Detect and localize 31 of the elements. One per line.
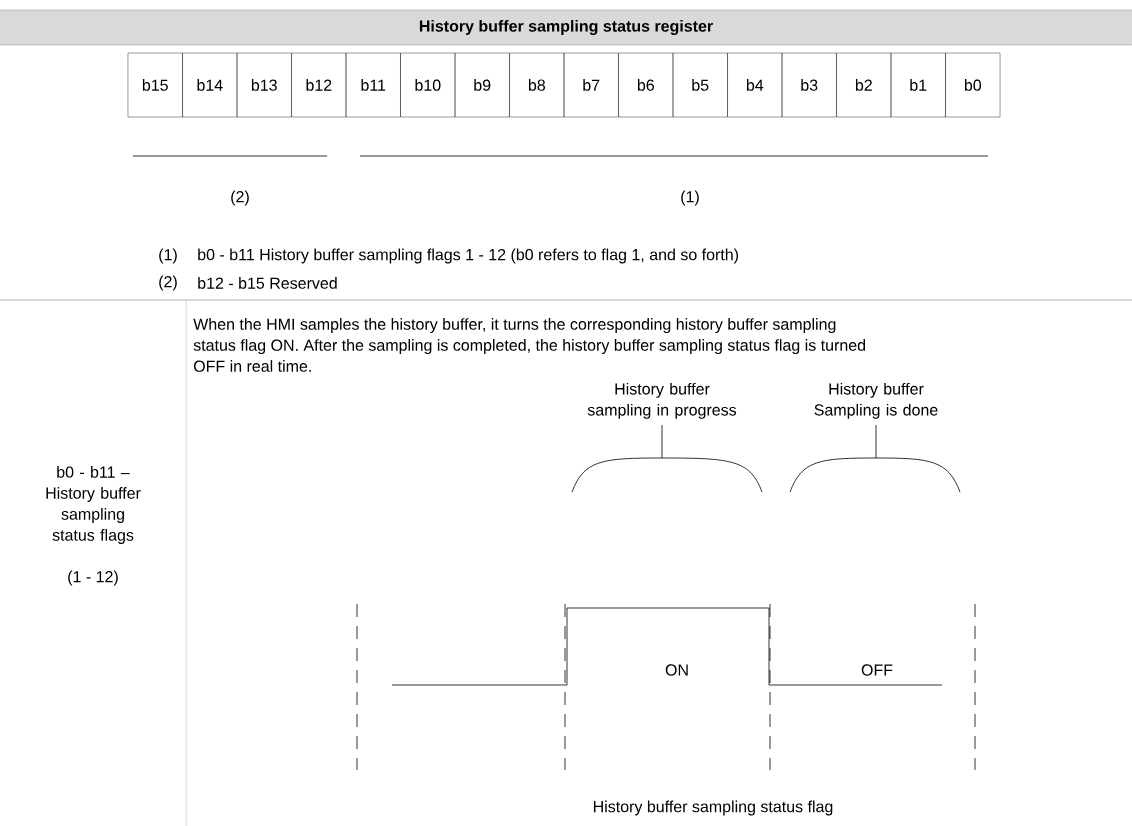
diagram-caption: History buffer sampling status flag — [593, 800, 833, 816]
state-label: ON — [665, 664, 688, 676]
bit-cell: b11 — [345, 52, 401, 118]
bit-cell: b8 — [509, 52, 565, 118]
bit-cell: b6 — [618, 52, 674, 118]
bit-cell: b4 — [727, 52, 783, 118]
phase-label: History buffer sampling in progress — [587, 382, 737, 419]
note-text: b0 - b11 History buffer sampling flags 1 - 12 (b0 refers to flag 1, and so forth) — [198, 248, 738, 264]
bit-cell: b0 — [945, 52, 1001, 118]
title-band: History buffer sampling status register — [0, 9, 1132, 46]
bit-cell: b1 — [890, 52, 946, 118]
bracket-label: (1) — [681, 190, 699, 206]
bit-cell: b14 — [182, 52, 238, 118]
bit-cell: b7 — [563, 52, 619, 118]
note-number: (2) — [159, 275, 177, 291]
bit-cell: b5 — [672, 52, 728, 118]
note-text: b12 - b15 Reserved — [198, 277, 337, 289]
bit-cell: b10 — [400, 52, 456, 118]
bit-cell: b12 — [291, 52, 347, 118]
bit-cell: b2 — [836, 52, 892, 118]
row-heading: (1 - 12) — [68, 570, 118, 586]
bracket-label: (2) — [231, 190, 249, 206]
row-heading: b0 - b11 – History buffer sampling status flags — [46, 466, 141, 544]
bit-cell: b9 — [454, 52, 510, 118]
bit-cell: b13 — [236, 52, 292, 118]
description-text: When the HMI samples the history buffer, it turns the corresponding history buffer sampling status flag ON. After the sampling is completed, the history buffer sampling status flag is turned OFF in real time. — [193, 318, 865, 372]
bit-cell: b3 — [781, 52, 837, 118]
state-label: OFF — [861, 664, 893, 676]
phase-label: History buffer Sampling is done — [814, 382, 938, 419]
note-number: (1) — [159, 248, 177, 264]
bit-cell: b15 — [127, 52, 183, 118]
